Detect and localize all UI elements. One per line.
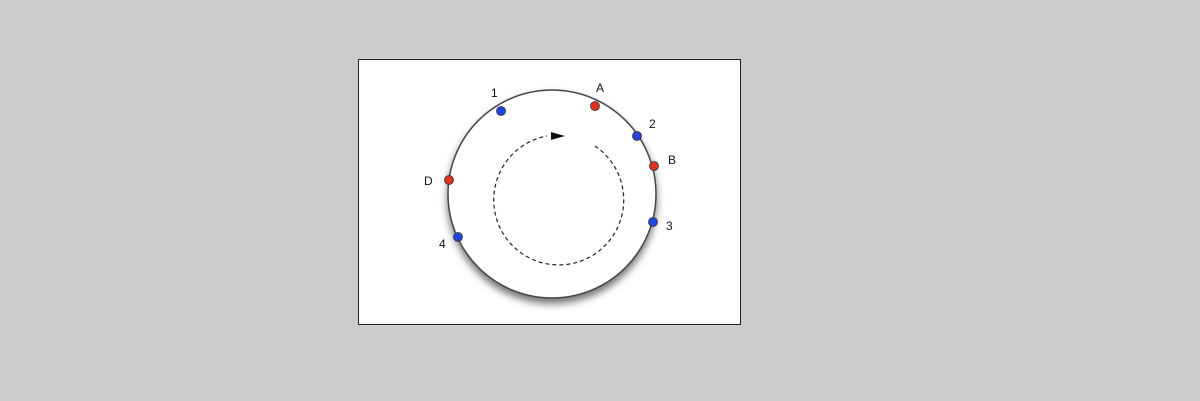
- node-label-2: 2: [649, 117, 656, 131]
- node-label-3: 3: [666, 219, 673, 233]
- node-2: [632, 131, 642, 141]
- node-label-a: A: [596, 81, 604, 95]
- node-a: [590, 101, 600, 111]
- nodes-layer: 1 A 2B 3 4 D: [424, 81, 676, 251]
- rotation-arrow: [493, 135, 625, 266]
- node-label-4: 4: [439, 237, 446, 251]
- arrow-head: [551, 132, 565, 140]
- node-label-d: D: [424, 174, 433, 188]
- node-label-1: 1: [491, 86, 498, 100]
- node-label-b: B: [668, 153, 676, 167]
- node-4: [453, 232, 463, 242]
- ring: [447, 89, 657, 299]
- node-1: [496, 106, 506, 116]
- ring-diagram: 1 A 2B 3 4 D: [424, 81, 676, 299]
- node-d: [444, 175, 454, 185]
- node-b: [649, 161, 659, 171]
- node-3: [648, 217, 658, 227]
